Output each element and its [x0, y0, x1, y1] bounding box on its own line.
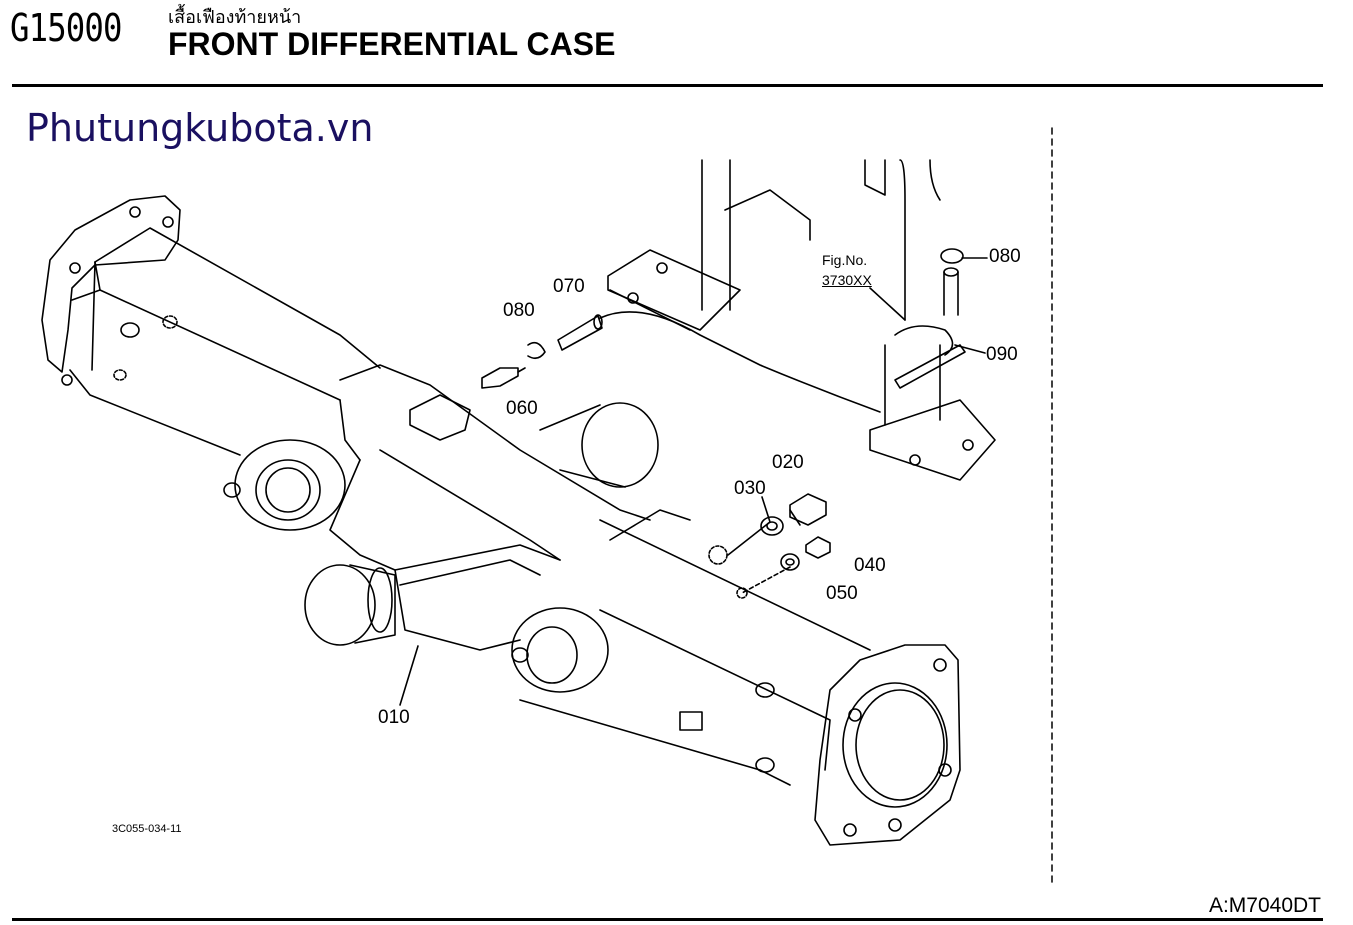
callout-050[interactable]: 050 — [826, 583, 858, 604]
washer-050[interactable] — [780, 553, 800, 571]
frame-bracket — [607, 159, 996, 481]
header-divider — [12, 84, 1323, 87]
callout-060[interactable]: 060 — [506, 398, 538, 419]
breather-pipe — [599, 311, 881, 413]
model-code: G15000 — [10, 6, 122, 50]
footer-divider — [12, 918, 1323, 921]
differential-case-010[interactable] — [41, 195, 961, 846]
watermark-text: Phutungkubota.vn — [26, 106, 374, 150]
leader-010 — [399, 645, 419, 706]
fig-ref-label: Fig.No. — [822, 252, 868, 268]
title-thai: เสื้อเฟืองท้ายหน้า — [168, 7, 302, 28]
drawing-code: 3C055-034-11 — [112, 823, 182, 835]
callout-030[interactable]: 030 — [734, 478, 766, 499]
page-title: FRONT DIFFERENTIAL CASE — [168, 26, 616, 62]
callout-070[interactable]: 070 — [553, 276, 585, 297]
clamp-080-right[interactable] — [940, 248, 964, 264]
plug-040[interactable] — [805, 536, 831, 559]
callout-010[interactable]: 010 — [378, 707, 410, 728]
page-code: A:M7040DT — [1208, 894, 1321, 917]
callout-020[interactable]: 020 — [772, 452, 804, 473]
leader-090 — [954, 344, 986, 354]
callout-080-left[interactable]: 080 — [503, 300, 535, 321]
clamp-080-left[interactable] — [527, 341, 546, 360]
nipple-060[interactable] — [481, 367, 526, 389]
leader-050 — [741, 566, 791, 594]
cable-tie-090[interactable] — [894, 325, 966, 389]
leader-fig-ref — [869, 287, 906, 321]
fig-ref-number[interactable]: 3730XX — [822, 272, 872, 288]
callout-040[interactable]: 040 — [854, 555, 886, 576]
plug-020[interactable] — [789, 493, 827, 526]
leader-030 — [727, 496, 771, 556]
hose-070[interactable] — [557, 314, 603, 351]
callout-090[interactable]: 090 — [986, 344, 1018, 365]
gasket-030[interactable] — [760, 516, 784, 536]
hose-segment[interactable] — [943, 267, 959, 316]
callout-080-right[interactable]: 080 — [989, 246, 1021, 267]
